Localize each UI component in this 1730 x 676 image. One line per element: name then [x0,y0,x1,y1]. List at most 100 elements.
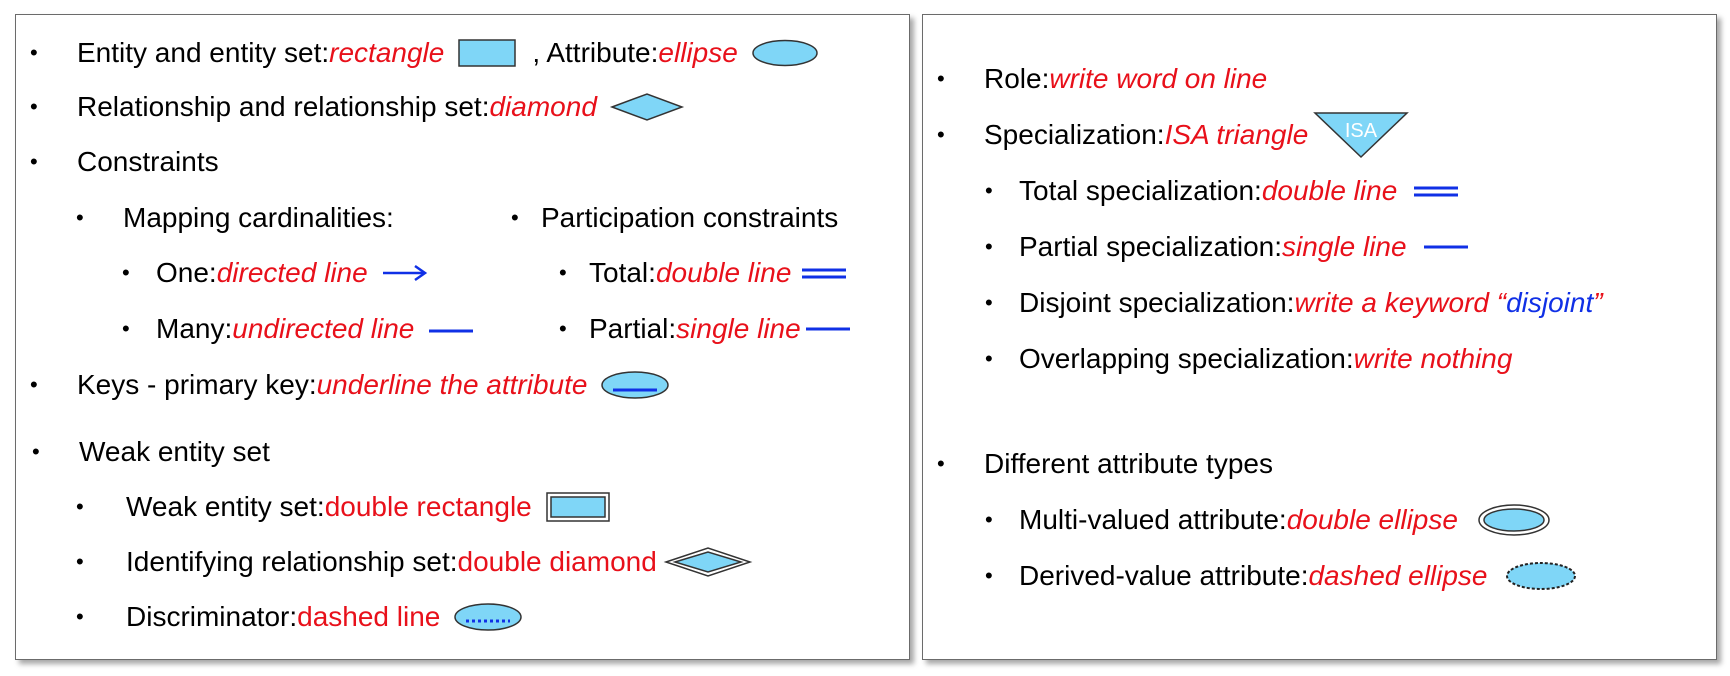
partial-spec-value: single line [1282,231,1407,262]
multivalued-value: double ellipse [1286,504,1458,535]
overlapping-row: • Overlapping specialization: write noth… [985,339,1512,379]
right-panel: • Role: write word on line • Specializat… [922,14,1717,660]
participation-label: Participation constraints [541,202,839,233]
line-icon [1423,237,1469,257]
double-diamond-icon [663,547,753,577]
identifying-value: double diamond [457,546,657,577]
bullet: • [985,290,993,315]
underlined-ellipse-icon [601,370,670,400]
multivalued-row: • Multi-valued attribute: double ellipse [985,500,1550,540]
total-label: Total: [589,257,656,288]
bullet: • [985,234,993,259]
total-row: • Total: double line [559,253,847,293]
derived-value: dashed ellipse [1308,560,1488,591]
weak-entity-label: Weak entity set: [126,491,325,522]
left-panel: • Entity and entity set: rectangle , Att… [15,14,910,660]
identifying-row: • Identifying relationship set: double d… [76,542,753,582]
specialization-row: • Specialization: ISA triangle ISA [937,112,1410,159]
bullet: • [76,494,84,519]
partial-value: single line [676,313,801,344]
bullet: • [30,149,38,174]
triangle-icon: ISA [1313,111,1410,159]
role-row: • Role: write word on line [937,59,1267,99]
discriminator-value: dashed line [297,601,441,632]
keys-row: • Keys - primary key: underline the attr… [30,365,670,405]
relationship-label: Relationship and relationship set: [77,91,490,122]
dashed-ellipse-icon [1505,561,1576,591]
bullet: • [122,260,130,285]
derived-label: Derived-value attribute: [1019,560,1309,591]
double-ellipse-icon [1478,504,1550,536]
discriminator-label: Discriminator: [126,601,298,632]
bullet: • [32,439,40,464]
mapping-label: Mapping cardinalities: [123,202,394,233]
disjoint-close-quote: ” [1593,287,1603,318]
total-spec-label: Total specialization: [1019,175,1262,206]
bullet: • [937,122,945,147]
overlapping-label: Overlapping specialization: [1019,343,1354,374]
dashed-underline-ellipse-icon [454,602,523,632]
attr-types-row: • Different attribute types [937,444,1273,484]
diamond-icon [609,93,685,121]
double-rectangle-icon [545,492,610,522]
keys-label: Keys - primary key: [77,369,317,400]
specialization-value: ISA triangle [1164,119,1309,150]
triangle-label: ISA [1345,120,1378,142]
constraints-label: Constraints [77,146,219,177]
weak-entity-row: • Weak entity set: double rectangle [76,487,610,527]
relationship-row: • Relationship and relationship set: dia… [30,87,685,127]
bullet: • [76,205,84,230]
bullet: • [985,346,993,371]
role-value: write word on line [1049,63,1268,94]
bullet: • [76,549,84,574]
double-line-icon [801,263,847,283]
total-spec-value: double line [1261,175,1398,206]
bullet: • [76,604,84,629]
role-label: Role: [984,63,1050,94]
multivalued-label: Multi-valued attribute: [1019,504,1287,535]
total-spec-row: • Total specialization: double line [985,171,1459,211]
bullet: • [985,178,993,203]
line-icon [805,319,851,339]
mapping-row: • Mapping cardinalities: [76,198,394,238]
rectangle-icon [458,39,517,67]
one-row: • One: directed line [122,253,428,293]
participation-row: • Participation constraints [511,198,838,238]
specialization-label: Specialization: [984,119,1165,150]
partial-spec-row: • Partial specialization: single line [985,227,1469,267]
derived-row: • Derived-value attribute: dashed ellips… [985,556,1576,596]
attribute-label: , Attribute: [532,37,659,68]
partial-row: • Partial: single line [559,309,851,349]
disjoint-keyword: disjoint [1506,287,1594,318]
weak-row: • Weak entity set [32,432,270,472]
identifying-label: Identifying relationship set: [126,546,458,577]
overlapping-value: write nothing [1353,343,1513,374]
many-value: undirected line [232,313,415,344]
attribute-shape: ellipse [658,37,738,68]
relationship-shape: diamond [489,91,597,122]
entity-row: • Entity and entity set: rectangle , Att… [30,33,818,73]
partial-spec-label: Partial specialization: [1019,231,1283,262]
bullet: • [559,316,567,341]
total-value: double line [655,257,792,288]
weak-label: Weak entity set [79,436,270,467]
bullet: • [937,451,945,476]
bullet: • [30,40,38,65]
constraints-row: • Constraints [30,142,219,182]
many-label: Many: [156,313,233,344]
bullet: • [985,563,993,588]
bullet: • [511,205,519,230]
bullet: • [30,372,38,397]
entity-shape: rectangle [329,37,445,68]
disjoint-row: • Disjoint specialization: write a keywo… [985,283,1603,323]
bullet: • [559,260,567,285]
bullet: • [122,316,130,341]
entity-label: Entity and entity set: [77,37,330,68]
disjoint-label: Disjoint specialization: [1019,287,1295,318]
partial-label: Partial: [589,313,677,344]
many-row: • Many: undirected line [122,309,474,349]
bullet: • [30,94,38,119]
discriminator-row: • Discriminator: dashed line [76,597,523,637]
keys-value: underline the attribute [316,369,588,400]
disjoint-value: write a keyword “ [1294,287,1507,318]
